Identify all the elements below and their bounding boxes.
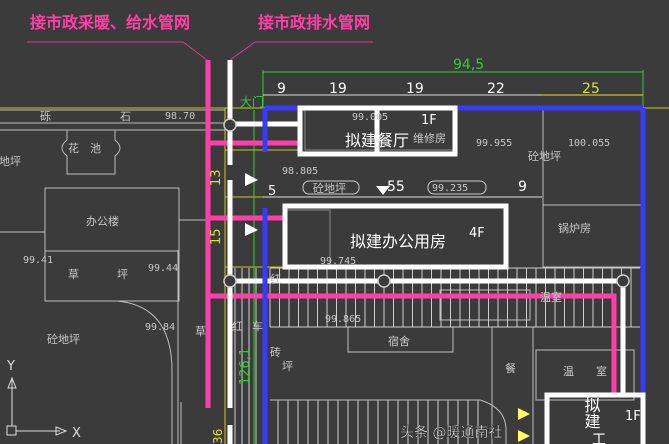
label-red: 红 [232,320,243,333]
ucs-axis-icon [6,376,68,436]
building-canteen: 拟建餐厅 [345,131,409,150]
elevation: 99.865 [325,314,361,325]
dim-bottom-left: 36 [211,429,225,444]
heating-water-pipe [205,60,617,408]
label-stone: 石 [120,110,131,123]
building-office-new: 拟建办公用房 [350,232,446,251]
building-bottom-right: 拟建 [582,397,601,429]
label-ping: 坪 [282,360,293,373]
label-red-2: 红 [270,273,281,286]
label-grass-2: 草 [195,325,206,338]
elevation: 99.235 [432,183,468,194]
dim-left-15: 15 [209,228,224,245]
elevation: 99.84 [145,322,175,333]
elevation: 99.005 [352,112,388,123]
manholes [223,118,630,288]
label-concrete-bottom: 砼地坪 [47,333,80,346]
label-car: 车 [252,319,263,333]
elevation: 99.44 [148,263,178,274]
dim-mid-55: 55 [387,179,405,195]
dim-seg-5: 25 [582,81,600,97]
elevation: 100.055 [568,138,610,149]
label-concrete-right: 砼地坪 [528,150,561,163]
dim-seg-2: 19 [329,81,347,97]
label-concrete-pill: 砼地坪 [313,182,346,195]
new-buildings [282,105,646,444]
rain-pipe [262,105,646,444]
bottom-right-char: 工 [592,432,606,444]
building-dorm: 宿舍 [388,334,410,348]
callout-leaders [27,41,373,61]
label-lawn: 坪 [117,268,128,281]
dim-seg-3: 19 [406,81,424,97]
dim-seg-1: 9 [277,81,286,97]
label-flower-pool: 花 池 [68,142,101,155]
building-boiler: 锅炉房 [558,222,591,235]
elevation: 99.745 [320,256,356,267]
watermark: 头条 @暖通南社 [400,424,502,441]
label-gate: 大门 [240,94,264,109]
flow-arrows [245,173,530,442]
label-gravel: 砾 [40,110,51,123]
site-outlines [0,109,644,444]
dim-seg-4: 22 [487,81,505,97]
reference-lines [0,70,669,444]
building-dining: 餐 [505,361,516,375]
callout-drainage: 接市政排水管网 [258,13,370,32]
label-concrete-left: 砼地坪 [0,155,21,168]
building-repair: 维修房 [413,131,446,145]
dim-total: 94,5 [453,57,484,73]
axis-x-label: X [72,426,81,441]
elevation: 99.955 [476,138,512,149]
office-floors: 4F [469,226,485,241]
label-grass: 草 [68,268,79,281]
label-brick: 砖 [270,345,281,359]
building-greenhouse-2: 温室 [540,290,562,304]
building-office-old: 办公楼 [86,214,119,228]
axis-y-label: Y [6,359,15,374]
elevation: 98.805 [282,166,318,177]
bottom-right-floors: 1F [625,409,641,424]
dim-vertical-total: 126,1 [238,348,253,385]
callout-heating-water: 接市政采暖、给水管网 [30,13,190,32]
dim-gap-5: 5 [268,184,276,199]
dim-right-9: 9 [518,179,527,195]
dim-left-13: 13 [209,169,224,186]
elevation: 98.70 [165,111,195,122]
building-greenhouse: 温 室 [563,364,607,378]
canteen-floors: 1F [421,113,437,128]
elevation: 99.41 [23,255,53,266]
